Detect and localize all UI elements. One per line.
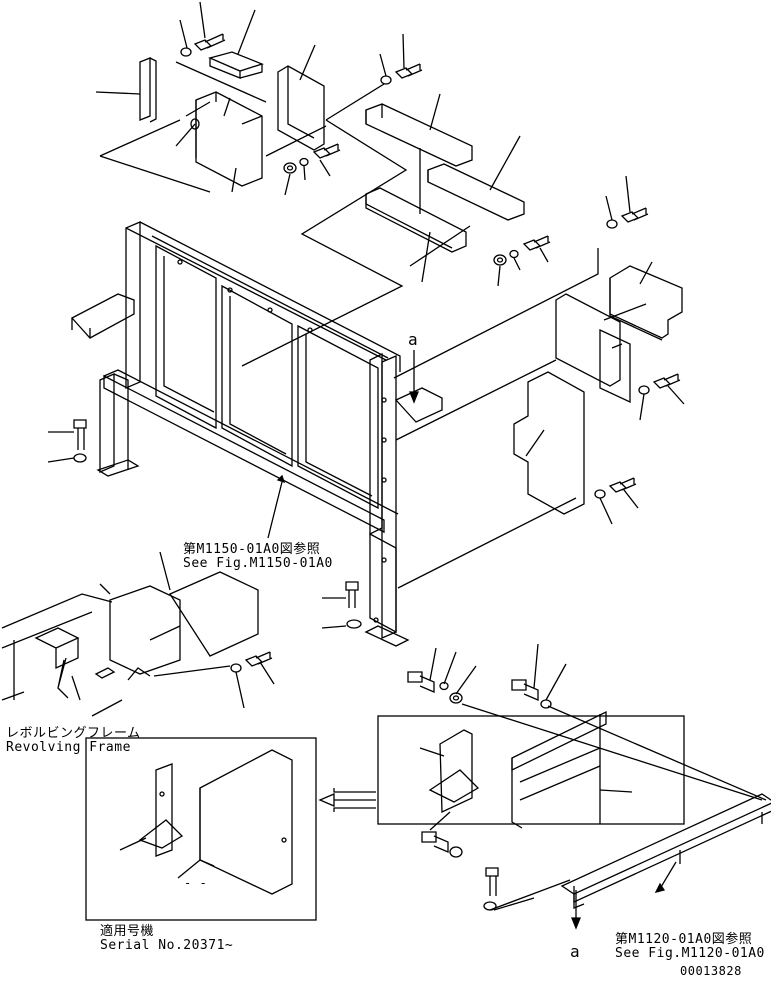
revolving-frame-en: Revolving Frame — [6, 740, 131, 755]
ref-m1120-jp: 第M1120-01A0図参照 — [615, 932, 753, 947]
ref-m1120-en: See Fig.M1120-01A0 — [615, 946, 765, 961]
ref-m1150-en: See Fig.M1150-01A0 — [183, 556, 333, 571]
revolving-frame-area — [1, 551, 275, 717]
marker-a-top: a — [408, 330, 419, 349]
bottom-right-cluster — [377, 643, 771, 930]
radiator-guard-frame — [70, 221, 443, 647]
ref-m1150-jp: 第M1150-01A0図参照 — [183, 542, 321, 557]
serial-en: Serial No.20371~ — [100, 938, 234, 953]
left-leg-bolt — [47, 419, 87, 463]
serial-inset-box — [85, 737, 376, 921]
right-leg-bolt — [321, 581, 362, 629]
drawing-number: 00013828 — [680, 964, 742, 978]
revolving-frame-jp: レボルビングフレーム — [6, 726, 141, 741]
serial-jp: 適用号機 — [100, 924, 155, 939]
top-right-cluster — [393, 175, 685, 589]
top-middle-cluster — [241, 33, 551, 367]
top-left-cluster — [95, 1, 341, 196]
marker-a-bottom: a — [570, 942, 581, 961]
dash-note: - - — [184, 876, 208, 890]
